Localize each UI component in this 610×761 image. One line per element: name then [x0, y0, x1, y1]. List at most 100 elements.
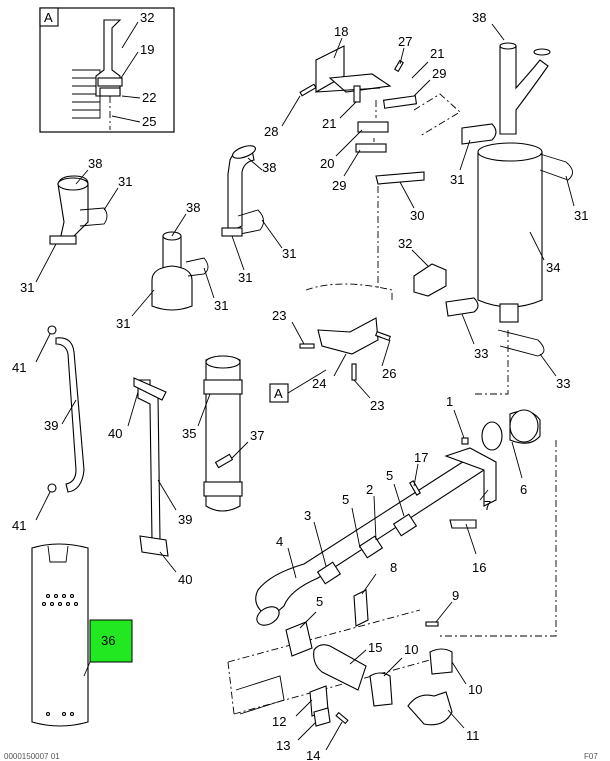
leader-9	[435, 601, 453, 623]
curved-stack-body	[57, 175, 89, 241]
curved-stack-2-top	[232, 145, 256, 159]
leader-5-b	[393, 483, 405, 517]
assembly-line-upper-right	[413, 93, 461, 137]
callout-16: 16	[472, 560, 486, 575]
bolt-23-a	[299, 343, 315, 349]
heat-shield-body	[31, 543, 89, 727]
leader-40-b	[159, 551, 177, 573]
callout-24: 24	[312, 376, 326, 391]
step-support	[127, 377, 177, 573]
leader-8	[361, 573, 377, 595]
callout-3: 3	[304, 508, 311, 523]
callout-36: 36	[101, 633, 115, 648]
pipe-7-elbow	[444, 447, 497, 507]
bolt-23-b	[351, 363, 357, 381]
bolt-28	[299, 83, 317, 97]
bolt-14	[335, 711, 349, 725]
leader-31-g	[459, 139, 471, 171]
leader-22	[121, 95, 141, 99]
curved-stack-2-body	[227, 148, 255, 233]
leader-23-a	[291, 321, 305, 345]
callout-20: 20	[320, 156, 334, 171]
curved-stack-clamp	[79, 207, 108, 227]
detail-a-letter: A	[44, 10, 53, 25]
leader-19	[120, 51, 139, 79]
leader-6	[511, 441, 523, 479]
callout-39-b: 39	[178, 512, 192, 527]
frame-rail-section	[235, 675, 285, 715]
elbow-11	[407, 691, 453, 726]
callout-5-c: 5	[316, 594, 323, 609]
view-a-reference-letter: A	[274, 386, 283, 401]
muffler-top	[477, 142, 543, 162]
muffler-outlet-top	[499, 42, 517, 50]
callout-8: 8	[390, 560, 397, 575]
bolt-27	[394, 59, 404, 73]
leader-15	[349, 649, 367, 665]
heat-shield: 36	[31, 543, 133, 727]
bracket-29-lower	[355, 143, 387, 153]
callout-19: 19	[140, 42, 154, 57]
detail-a-frame	[39, 7, 175, 133]
callout-38-c: 38	[262, 160, 276, 175]
callout-31-c: 31	[214, 298, 228, 313]
callout-10-a: 10	[404, 642, 418, 657]
callout-40-b: 40	[178, 572, 192, 587]
callout-28: 28	[264, 124, 278, 139]
muffler-bracket-31	[461, 123, 497, 145]
leader-36	[83, 661, 91, 677]
straight-stack-clamp	[185, 257, 209, 277]
callout-23-a: 23	[272, 308, 286, 323]
callout-29-b: 29	[332, 178, 346, 193]
bracket-16	[449, 519, 477, 529]
leader-view-a	[287, 369, 327, 394]
curved-stack-2-bracket	[221, 227, 243, 237]
detail-a-nut	[97, 77, 123, 87]
callout-31-d: 31	[116, 316, 130, 331]
bracket-13	[313, 707, 331, 727]
grab-handle	[35, 325, 85, 521]
callout-23-b: 23	[370, 398, 384, 413]
leader-18	[333, 37, 343, 59]
bracket-8	[353, 589, 369, 627]
leader-41-a	[35, 333, 51, 363]
callout-31-a: 31	[118, 174, 132, 189]
heat-shield-slot	[47, 545, 69, 563]
detail-a-inset: A 32 19 22 25	[39, 7, 175, 133]
callout-6: 6	[520, 482, 527, 497]
leader-16	[465, 523, 477, 555]
pipe-5-clamp-b	[285, 621, 313, 657]
leader-28	[281, 95, 301, 127]
frame-rail-outline	[227, 609, 431, 715]
leader-1	[453, 409, 465, 439]
leader-24	[333, 353, 347, 377]
callout-13: 13	[276, 738, 290, 753]
callout-38-d: 38	[472, 10, 486, 25]
exhaust-pipe-4-end	[256, 606, 280, 626]
exhaust-pipe-run	[255, 409, 541, 626]
callout-38-a: 38	[88, 156, 102, 171]
leader-7	[479, 489, 489, 501]
bolt-9	[425, 621, 439, 627]
step-support-top-bracket	[133, 377, 167, 401]
callout-31-h: 31	[574, 208, 588, 223]
leader-3	[313, 521, 327, 567]
leader-41-b	[35, 491, 51, 521]
grab-handle-bolt-top	[47, 325, 57, 335]
muffler-strap-33-b	[497, 329, 545, 357]
straight-stack-base	[151, 265, 193, 311]
callout-12: 12	[272, 714, 286, 729]
curved-stack-2-clamp	[237, 209, 264, 235]
leader-25	[111, 115, 141, 123]
callout-7: 7	[484, 498, 491, 513]
leader-21-a	[411, 61, 429, 79]
bracket-24-body	[317, 317, 379, 355]
bracket-20-plate	[357, 121, 389, 133]
leader-27	[399, 47, 405, 65]
leader-33-b	[539, 353, 557, 377]
footer-code-right: F07	[584, 752, 598, 761]
pipe-6-inlet	[509, 409, 539, 443]
leader-31-a	[103, 187, 119, 211]
callout-4: 4	[276, 534, 283, 549]
callout-40-a: 40	[108, 426, 122, 441]
